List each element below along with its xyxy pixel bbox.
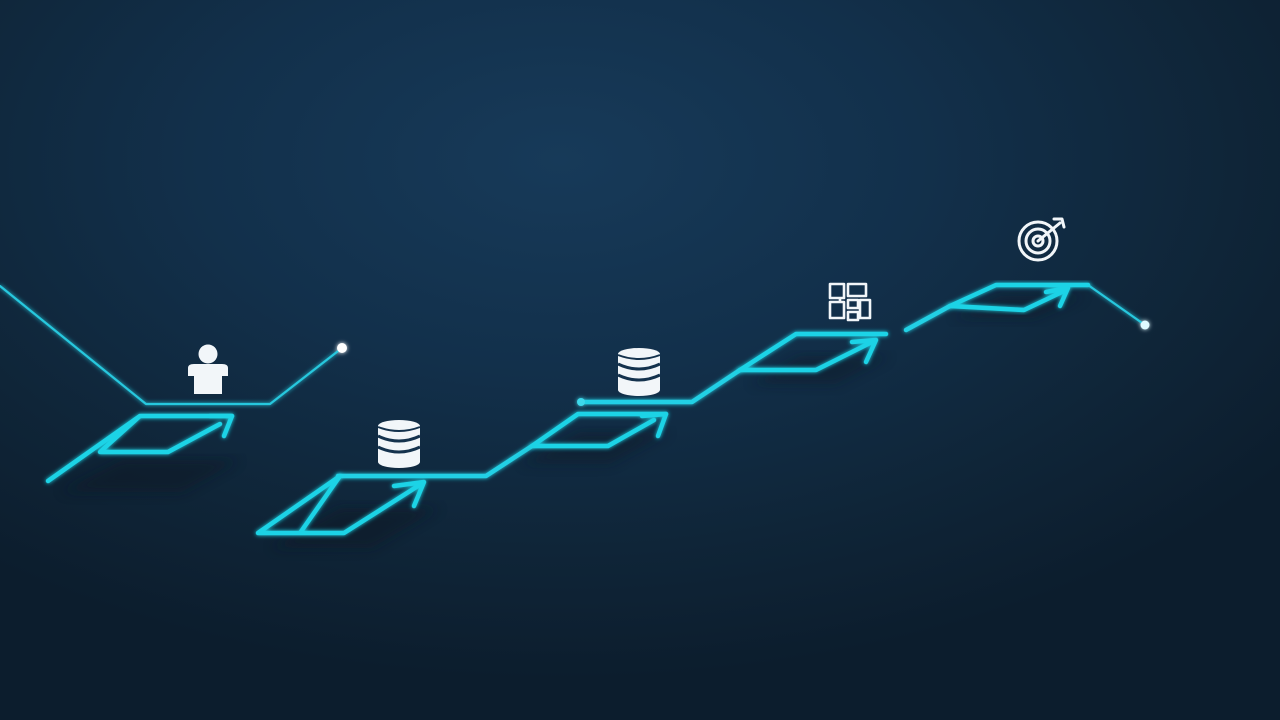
steps: [45, 282, 1091, 548]
target-icon: [1017, 217, 1066, 262]
step-3: [520, 411, 670, 464]
database-icon: [617, 348, 661, 396]
step-5: [947, 282, 1091, 318]
step-2: [255, 473, 440, 548]
connector-endpoint-1: [337, 343, 347, 353]
stage-icons: [188, 217, 1066, 468]
connector-line-5: [1086, 283, 1147, 327]
step-4: [737, 331, 890, 384]
blocks-icon: [828, 282, 872, 322]
step-3-platform: [529, 411, 669, 449]
step-1-platform: [45, 413, 235, 484]
step-4-arrowhead: [849, 337, 879, 365]
step-3-arrowhead: [639, 411, 669, 439]
step-1: [45, 413, 240, 492]
step-1-arrowhead: [207, 413, 235, 439]
connector-endpoint-5: [1140, 320, 1150, 330]
connector-endpoint-3: [577, 398, 585, 406]
step-2-platform: [255, 473, 421, 536]
connector-line-2: [335, 443, 535, 479]
step-5-shadow: [952, 296, 1086, 318]
person-icon: [188, 344, 228, 394]
connector-line-4: [903, 303, 953, 333]
step-5-arrowhead: [1043, 285, 1071, 309]
connector-line-3: [579, 367, 743, 405]
step-4-platform: [737, 331, 889, 373]
step-1-shadow: [60, 460, 240, 492]
connector-line-1: [0, 284, 344, 406]
database-icon: [377, 420, 421, 468]
step-2-arrowhead: [391, 479, 427, 509]
step-5-platform: [947, 282, 1091, 313]
connector-lines: [0, 283, 1150, 479]
